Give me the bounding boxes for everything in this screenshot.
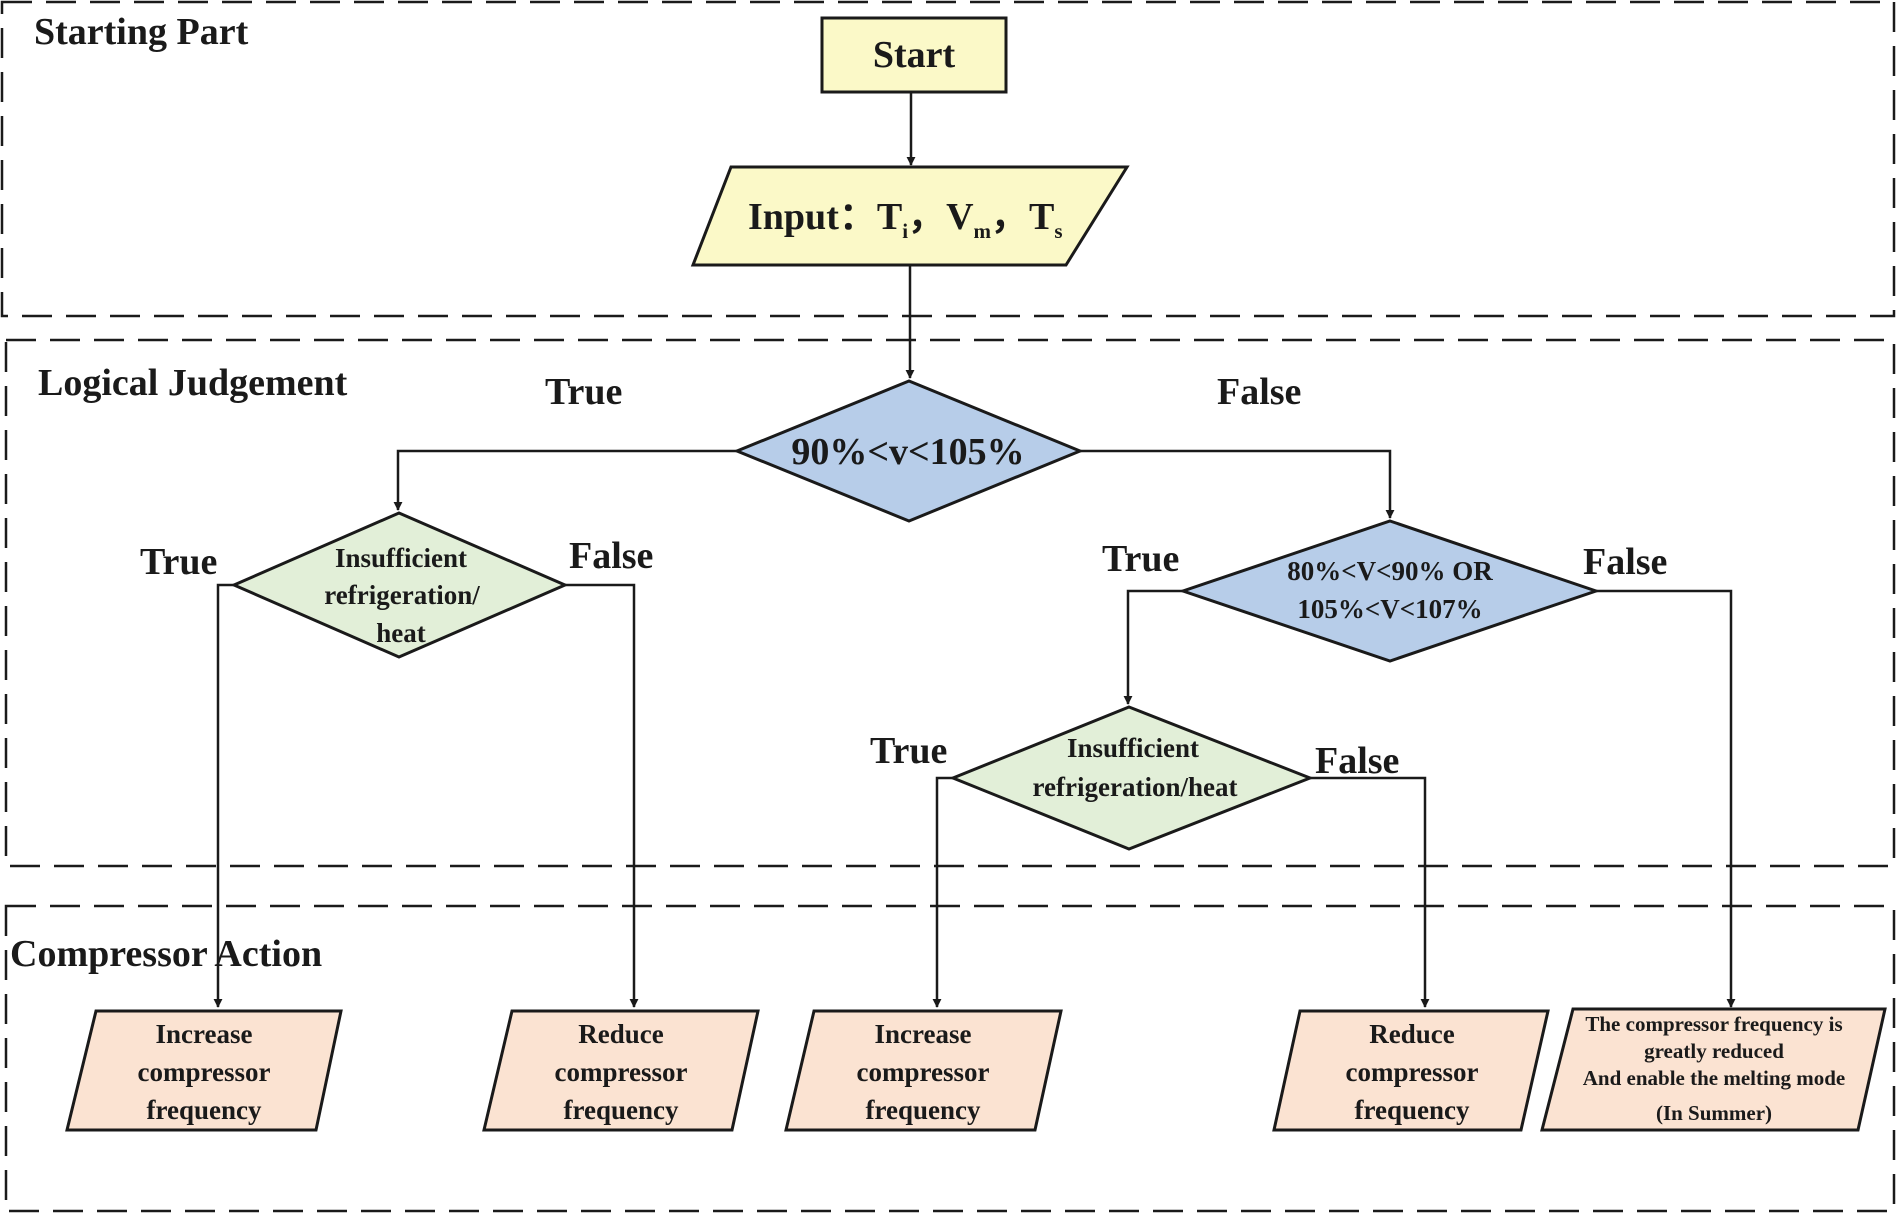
decision-right-sub: Insufficient refrigeration/heat: [948, 705, 1315, 851]
starting-part-frame: [0, 0, 1896, 318]
action-increase-left-line-2: compressor: [138, 1057, 271, 1087]
decision-left: Insufficient refrigeration/ heat: [230, 511, 569, 659]
connector-sub-true: [932, 776, 953, 1008]
input-node: Input：Ti，Vm，Ts: [690, 165, 1130, 267]
connector-right-false: [1596, 589, 1736, 1008]
action-greatly-reduce-line-2: greatly reduced: [1644, 1039, 1784, 1063]
input-var-t: T: [877, 196, 902, 238]
input-sep-1: ，: [908, 196, 946, 238]
connector-sub-false: [1310, 776, 1430, 1008]
branch-main-true: True: [545, 371, 622, 413]
branch-main-false: False: [1217, 371, 1301, 413]
action-greatly-reduce-line-1: The compressor frequency is: [1585, 1012, 1842, 1036]
action-increase-right-line-2: compressor: [857, 1057, 990, 1087]
decision-right: 80%<V<90% OR 105%<V<107%: [1178, 519, 1601, 663]
action-reduce-right-shape: [1272, 1009, 1550, 1132]
action-reduce-left-shape: [482, 1009, 760, 1132]
connectors: [213, 93, 1736, 1008]
start-box: [820, 16, 1008, 94]
input-var-t-sub: i: [902, 219, 908, 243]
connector-right-true: [1123, 589, 1183, 705]
action-reduce-left-line-2: compressor: [555, 1057, 688, 1087]
action-reduce-left-line-3: frequency: [564, 1095, 679, 1125]
action-increase-left-shape: [65, 1009, 343, 1132]
decision-main: 90%<v<105%: [733, 379, 1084, 523]
branch-right-false: False: [1583, 541, 1667, 583]
branch-left-true: True: [140, 541, 217, 583]
branch-sub-true: True: [870, 730, 947, 772]
action-reduce-left-line-1: Reduce: [578, 1019, 663, 1049]
logical-judgement-frame: [4, 338, 1896, 868]
input-var-v: V: [946, 196, 974, 238]
input-label: Input：Ti，Vm，Ts: [748, 196, 1063, 243]
action-increase-right-line-1: Increase: [875, 1019, 972, 1049]
action-reduce-right-line-1: Reduce: [1369, 1019, 1454, 1049]
action-increase-right-shape: [784, 1009, 1063, 1132]
action-reduce-left: Reduce compressor frequency: [482, 1009, 760, 1132]
connector-main-left: [393, 449, 737, 511]
action-increase-right: Increase compressor frequency: [784, 1009, 1063, 1132]
decision-right-sub-line-2: refrigeration/heat: [1033, 772, 1238, 802]
input-parallelogram: [690, 165, 1130, 267]
action-increase-left-line-1: Increase: [156, 1019, 253, 1049]
action-greatly-reduce-shape: [1540, 1007, 1887, 1132]
action-reduce-right-line-3: frequency: [1355, 1095, 1470, 1125]
action-greatly-reduce: The compressor frequency is greatly redu…: [1540, 1007, 1887, 1132]
action-greatly-reduce-line-4: (In Summer): [1656, 1101, 1772, 1125]
decision-right-diamond: [1178, 519, 1601, 663]
action-increase-left: Increase compressor frequency: [65, 1009, 343, 1132]
input-sep-2: ，: [991, 196, 1029, 238]
decision-right-line-2: 105%<V<107%: [1297, 594, 1482, 624]
branch-left-false: False: [569, 535, 653, 577]
start-label: Start: [873, 34, 956, 76]
input-var-ts-sub: s: [1054, 219, 1062, 243]
decision-left-line-1: Insufficient: [335, 543, 467, 573]
action-reduce-right: Reduce compressor frequency: [1272, 1009, 1550, 1132]
section-title-compressor: Compressor Action: [10, 933, 322, 975]
decision-right-line-1: 80%<V<90% OR: [1287, 556, 1493, 586]
connector-left-true: [213, 583, 234, 1008]
branch-sub-false: False: [1315, 740, 1399, 782]
start-node: Start: [820, 16, 1008, 94]
branch-right-true: True: [1102, 538, 1179, 580]
input-var-v-sub: m: [974, 219, 992, 243]
decision-left-line-2: refrigeration/: [324, 580, 480, 610]
compressor-action-frame: [4, 904, 1896, 1213]
action-increase-left-line-3: frequency: [147, 1095, 262, 1125]
action-reduce-right-line-2: compressor: [1346, 1057, 1479, 1087]
input-var-ts: T: [1029, 196, 1054, 238]
decision-right-sub-diamond: [948, 705, 1315, 851]
connector-main-right: [1080, 449, 1395, 519]
decision-main-diamond: [733, 379, 1084, 523]
decision-left-diamond: [230, 511, 569, 659]
decision-right-sub-line-1: Insufficient: [1067, 733, 1199, 763]
section-title-logical: Logical Judgement: [38, 362, 348, 404]
action-increase-right-line-3: frequency: [866, 1095, 981, 1125]
decision-left-line-3: heat: [376, 618, 426, 648]
decision-main-label: 90%<v<105%: [791, 431, 1024, 473]
connector-left-false: [565, 583, 639, 1008]
action-greatly-reduce-line-3: And enable the melting mode: [1583, 1066, 1846, 1090]
section-title-starting: Starting Part: [34, 11, 249, 53]
input-prefix: Input：: [748, 196, 877, 238]
